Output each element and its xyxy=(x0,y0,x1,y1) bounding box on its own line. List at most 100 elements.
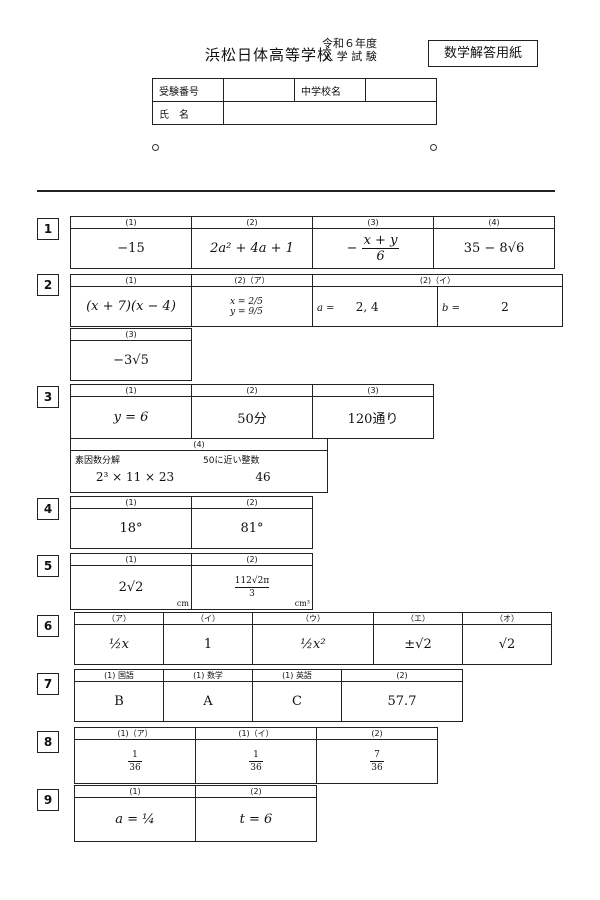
q8-answer-2: 1 36 xyxy=(195,739,317,784)
divider xyxy=(37,190,555,192)
fraction-numerator: 7 xyxy=(374,750,380,760)
q3-answer-4b: 50に近い整数 46 xyxy=(199,450,328,493)
q9-header: (1) xyxy=(74,785,196,798)
nearest-integer-label: 50に近い整数 xyxy=(203,456,260,466)
q6-header: （オ） xyxy=(462,612,552,625)
q3-header: (1) xyxy=(70,384,192,397)
q7-answer-2: A xyxy=(163,681,253,722)
q4-header: (1) xyxy=(70,496,192,509)
middle-school-label: 中学校名 xyxy=(294,78,366,102)
q7-answer-table: (1) 国語 (1) 数学 (1) 英語 (2) B A C 57.7 xyxy=(74,669,463,722)
q3-header: (2) xyxy=(191,384,313,397)
q8-answer-3: 7 36 xyxy=(316,739,438,784)
q7-answer-1: B xyxy=(74,681,164,722)
q6-answer-4: ±√2 xyxy=(373,624,463,665)
unit-cm3: cm³ xyxy=(294,599,310,608)
question-number: 6 xyxy=(37,615,59,637)
q4-answer-2: 81° xyxy=(191,508,313,549)
q1-header: (4) xyxy=(433,216,555,229)
q3-answer-table-4: (4) 素因数分解 2³ × 11 × 23 50に近い整数 46 xyxy=(70,438,328,493)
q4-header: (2) xyxy=(191,496,313,509)
q5-header: (1) xyxy=(70,553,192,566)
fraction-denominator: 36 xyxy=(129,763,141,773)
name-field[interactable] xyxy=(223,101,437,125)
question-number: 9 xyxy=(37,789,59,811)
q2-answer-3: −3√5 xyxy=(70,340,192,381)
q1-answer-1: −15 xyxy=(70,228,192,269)
q9-header: (2) xyxy=(195,785,317,798)
q8-header: (1)（イ） xyxy=(195,727,317,740)
q4-answer-table: (1) (2) 18° 81° xyxy=(70,496,313,549)
q2-header: (3) xyxy=(70,328,192,341)
fraction-numerator: x + y xyxy=(361,233,400,249)
q3-answer-2: 50分 xyxy=(191,396,313,439)
q5-value-1: 2√2 xyxy=(118,580,144,595)
q3-answer-table: (1) (2) (3) y = 6 50分 120通り xyxy=(70,384,434,439)
q6-header: （ア） xyxy=(74,612,164,625)
q2-answer-a: a = 2, 4 xyxy=(312,286,438,327)
q2-header: (2)（イ） xyxy=(312,274,563,287)
exam-number-label: 受験番号 xyxy=(152,78,224,102)
q2-answer-b: b = 2 xyxy=(437,286,563,327)
fraction-bar xyxy=(128,761,142,762)
q1-answer-3: − x + y 6 xyxy=(312,228,434,269)
minus-sign: − xyxy=(346,241,358,256)
sheet-title: 数学解答用紙 xyxy=(428,40,538,67)
prime-factorization-label: 素因数分解 xyxy=(75,456,121,466)
q6-answer-table: （ア） （イ） （ウ） （エ） （オ） ½x 1 ½x² ±√2 √2 xyxy=(74,612,552,665)
q7-header: (1) 国語 xyxy=(74,669,164,682)
q8-answer-table: (1)（ア） (1)（イ） (2) 1 36 1 36 7 36 xyxy=(74,727,438,784)
q6-answer-3: ½x² xyxy=(252,624,374,665)
q9-answer-table: (1) (2) a = ¼ t = 6 xyxy=(74,785,317,842)
fraction-bar xyxy=(235,587,269,588)
q1-answer-2: 2a² + 4a + 1 xyxy=(191,228,313,269)
question-number: 3 xyxy=(37,386,59,408)
q8-answer-1: 1 36 xyxy=(74,739,196,784)
q6-answer-5: √2 xyxy=(462,624,552,665)
fraction-denominator: 36 xyxy=(371,763,383,773)
question-number: 1 xyxy=(37,218,59,240)
q1-answer-table: (1) (2) (3) (4) −15 2a² + 4a + 1 − x + y… xyxy=(70,216,555,269)
q2-answer-table: (1) (2)（ア） (2)（イ） (x + 7)(x − 4) x = 2/5… xyxy=(70,274,563,327)
fraction-bar xyxy=(249,761,263,762)
question-number: 4 xyxy=(37,498,59,520)
q2-answer-2: x = 2/5 y = 9/5 xyxy=(191,286,313,327)
q7-header: (1) 数学 xyxy=(163,669,253,682)
q2-header: (1) xyxy=(70,274,192,287)
question-number: 5 xyxy=(37,555,59,577)
school-name: 浜松日体高等学校 xyxy=(205,46,334,64)
a-value: 2, 4 xyxy=(355,299,379,314)
middle-school-field[interactable] xyxy=(365,78,437,102)
punch-hole-icon xyxy=(430,144,437,151)
exam-title: 令和６年度 入 学 試 験 xyxy=(322,37,377,63)
fraction-numerator: 1 xyxy=(132,750,138,760)
q3-header: (4) xyxy=(70,438,328,451)
fraction-denominator: 36 xyxy=(250,763,262,773)
question-number: 2 xyxy=(37,274,59,296)
nearest-integer-value: 46 xyxy=(255,470,271,484)
q6-answer-1: ½x xyxy=(74,624,164,665)
exam-type: 入 学 試 験 xyxy=(322,50,377,63)
b-value: 2 xyxy=(501,299,509,314)
q2-x-value: x = 2/5 xyxy=(230,296,263,307)
q8-header: (1)（ア） xyxy=(74,727,196,740)
q7-header: (2) xyxy=(341,669,463,682)
exam-number-field[interactable] xyxy=(223,78,295,102)
q5-answer-1: 2√2 cm xyxy=(70,565,192,610)
question-number: 7 xyxy=(37,673,59,695)
b-label: b = xyxy=(442,302,460,314)
q2-header: (2)（ア） xyxy=(191,274,313,287)
q7-header: (1) 英語 xyxy=(252,669,342,682)
question-number: 8 xyxy=(37,731,59,753)
q3-answer-1: y = 6 xyxy=(70,396,192,439)
a-label: a = xyxy=(317,302,335,314)
q6-answer-2: 1 xyxy=(163,624,253,665)
q5-header: (2) xyxy=(191,553,313,566)
fraction-numerator: 112√2π xyxy=(234,576,270,586)
fraction-numerator: 1 xyxy=(253,750,259,760)
q5-answer-2: 112√2π 3 cm³ xyxy=(191,565,313,610)
q7-answer-4: 57.7 xyxy=(341,681,463,722)
punch-hole-icon xyxy=(152,144,159,151)
fraction-denominator: 6 xyxy=(376,249,385,264)
q9-answer-1: a = ¼ xyxy=(74,797,196,842)
